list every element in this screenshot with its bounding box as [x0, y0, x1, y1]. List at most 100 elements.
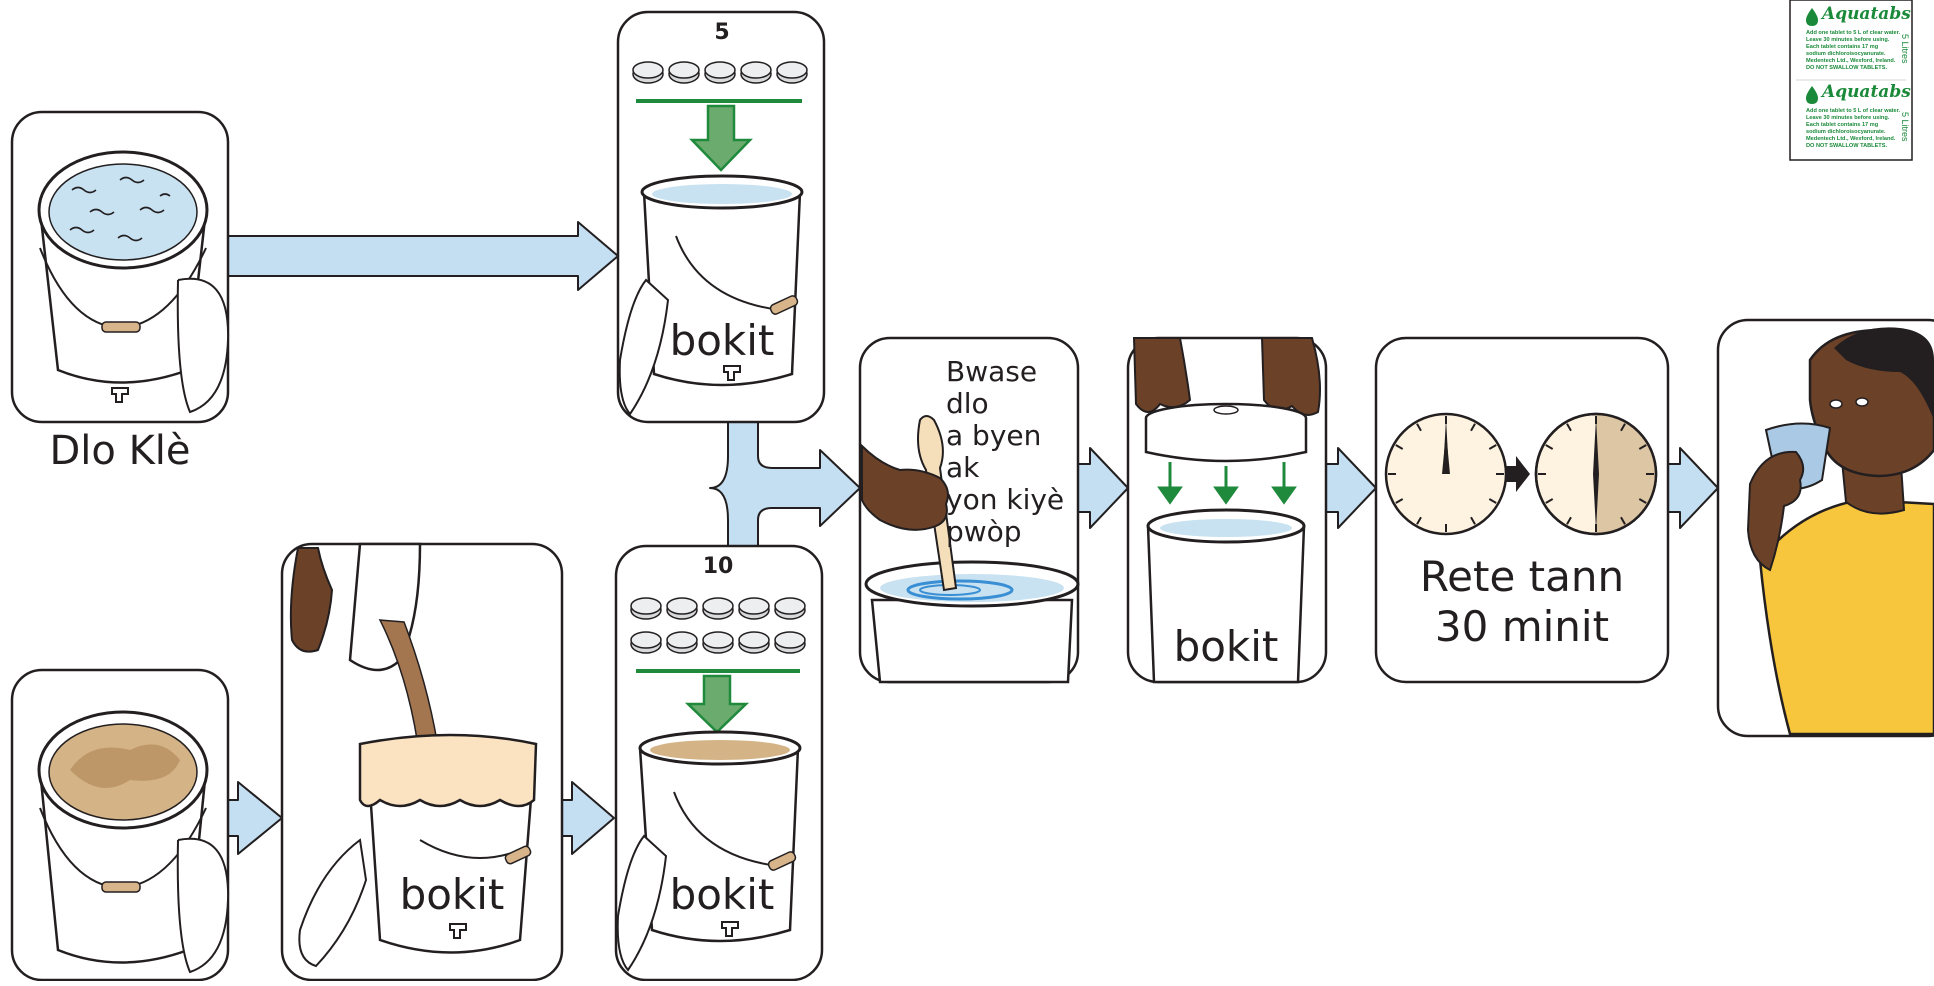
bucket-label: bokit [1173, 622, 1279, 671]
clock-tick [1545, 498, 1554, 504]
arrow-clear-to-bucket [227, 221, 619, 291]
arrow-cover-to-wait [1325, 447, 1377, 529]
cloudy-water-bucket-icon [37, 710, 230, 974]
arrow-cloudy-to-filter [227, 781, 283, 855]
arrow-merge-to-stir [709, 419, 861, 547]
panel-drink [1716, 318, 1934, 738]
tablet-icon [630, 631, 662, 654]
clock-tick [1566, 423, 1572, 432]
cloth-icon [358, 733, 538, 808]
wait-line: 30 minit [1434, 602, 1610, 651]
clock-tick [1545, 444, 1554, 450]
fine-print-line: Leave 30 minutes before using. [1806, 37, 1890, 43]
hand-icon [861, 443, 949, 531]
fine-print-line: Medentech Ltd., Wexford, Ireland. [1806, 136, 1896, 142]
volume-label: 5 Litres [1900, 34, 1910, 64]
tablet-icon [702, 631, 734, 654]
fine-print-line: sodium dichloroisocyanurate. [1806, 51, 1886, 57]
hair-icon [1834, 327, 1934, 420]
tablet-icon [774, 631, 806, 654]
fine-print-line: Medentech Ltd., Wexford, Ireland. [1806, 58, 1896, 64]
panel-stir [858, 336, 1080, 684]
tablet-rows-10 [630, 597, 806, 654]
tablet-icon [774, 597, 806, 620]
tablet-row-5 [632, 61, 808, 84]
clear-water-bucket-icon [37, 150, 230, 414]
clock-start-icon [1384, 412, 1508, 536]
clock-tick [1470, 516, 1476, 525]
stir-instruction: Bwase dlo a byen ak yon kiyè pwòp [946, 356, 1072, 548]
panel-cloudy-bucket [614, 544, 824, 982]
package-fine-print: Add one tablet to 5 L of clear water. Le… [1806, 108, 1902, 150]
clock-tick [1416, 423, 1422, 432]
fine-print-line: Each tablet contains 17 mg [1806, 122, 1879, 128]
clock-end-icon [1534, 412, 1658, 536]
tablet-count-10: 10 [702, 554, 734, 579]
tablet-icon [632, 61, 664, 84]
tablet-count-5: 5 [714, 20, 730, 45]
cover-bucket-icon [1146, 508, 1306, 684]
package-fine-print: Add one tablet to 5 L of clear water. Le… [1806, 30, 1902, 72]
clear-water-caption: Dlo Klè [49, 428, 191, 474]
tablet-icon [702, 597, 734, 620]
clock-tick [1620, 423, 1626, 432]
green-down-arrow-icon [684, 674, 750, 734]
fine-print-line: sodium dichloroisocyanurate. [1806, 129, 1886, 135]
tablet-icon [704, 61, 736, 84]
stir-line: Bwase dlo [946, 355, 1038, 420]
arrow-wait-to-drink [1667, 447, 1719, 529]
filter-bucket-icon [298, 733, 538, 968]
bucket-label: bokit [669, 316, 775, 365]
tablet-icon [666, 631, 698, 654]
stir-line: yon kiyè [946, 483, 1065, 516]
drinking-hand-icon [1746, 450, 1805, 572]
tablet-icon [666, 597, 698, 620]
wait-line: Rete tann [1419, 552, 1625, 601]
tablet-icon [630, 597, 662, 620]
fine-print-line: Each tablet contains 17 mg [1806, 44, 1879, 50]
tablet-icon [776, 61, 808, 84]
fine-print-line: Add one tablet to 5 L of clear water. [1806, 30, 1901, 36]
arrow-filter-to-bucket [561, 781, 615, 855]
clock-tick [1395, 498, 1404, 504]
panel-filter-cloth [280, 542, 564, 982]
clock-tick [1395, 444, 1404, 450]
clock-tick [1488, 444, 1497, 450]
stir-bucket-icon [864, 560, 1080, 684]
clock-arrow-icon [1506, 456, 1530, 492]
water-drop-icon [1806, 8, 1818, 26]
tablet-icon [668, 61, 700, 84]
left-hand-icon [1132, 337, 1192, 413]
clock-tick [1416, 516, 1422, 525]
hand-icon [289, 547, 334, 653]
green-down-arrows-icon [1157, 462, 1297, 505]
volume-label: 5 Litres [1900, 112, 1910, 142]
panel-cover [1126, 336, 1328, 684]
panel-clear-bucket [616, 10, 826, 424]
bucket-label: bokit [669, 870, 775, 919]
fine-print-line: DO NOT SWALLOW TABLETS. [1806, 65, 1887, 71]
clock-tick [1488, 498, 1497, 504]
brand-name: Aquatabs [1822, 4, 1911, 24]
tablet-icon [738, 631, 770, 654]
stir-line: pwòp [946, 515, 1022, 548]
wait-instruction: Rete tann 30 minit [1390, 552, 1654, 652]
cloudy-treat-bucket-icon [616, 730, 802, 972]
clock-tick [1566, 516, 1572, 525]
stir-line: a byen ak [946, 419, 1042, 484]
tablet-icon [738, 597, 770, 620]
flow-arrows [227, 221, 1719, 855]
lid-icon [1144, 402, 1308, 463]
aquatabs-package [1789, 0, 1913, 161]
clear-treat-bucket-icon [618, 174, 804, 416]
fine-print-line: DO NOT SWALLOW TABLETS. [1806, 143, 1887, 149]
clock-tick [1638, 444, 1647, 450]
brand-name: Aquatabs [1822, 82, 1911, 102]
green-down-arrow-icon [689, 104, 753, 172]
water-drop-icon [1806, 86, 1818, 104]
panel-cloudy-water [10, 668, 230, 982]
right-hand-icon [1260, 337, 1321, 416]
bucket-label: bokit [399, 870, 505, 919]
